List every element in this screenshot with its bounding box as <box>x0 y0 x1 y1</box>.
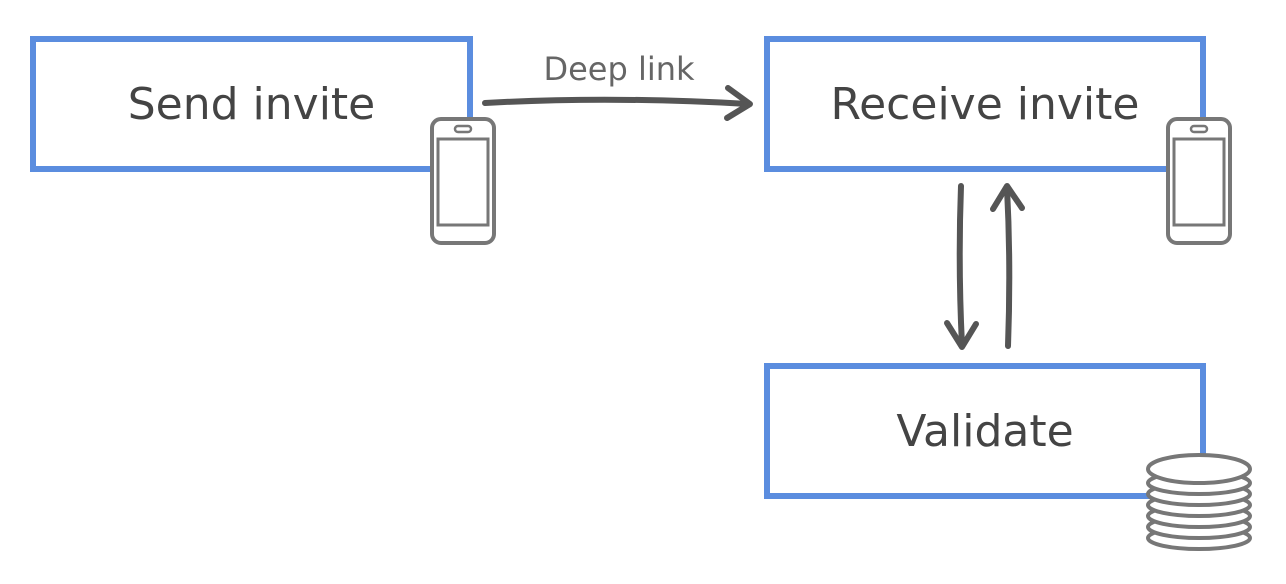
response-up-arrow <box>990 183 1025 349</box>
phone-icon <box>430 117 496 245</box>
validate-label: Validate <box>896 405 1074 457</box>
database-icon <box>1146 453 1252 551</box>
validate-node: Validate <box>764 363 1206 499</box>
send-invite-node: Send invite <box>30 36 473 172</box>
receive-invite-node: Receive invite <box>764 36 1206 172</box>
request-down-arrow <box>944 183 979 350</box>
receive-invite-label: Receive invite <box>830 78 1140 130</box>
deep-link-edge-label: Deep link <box>543 50 695 88</box>
phone-icon <box>1166 117 1232 245</box>
send-invite-label: Send invite <box>127 78 376 130</box>
deep-link-arrow <box>482 85 753 121</box>
